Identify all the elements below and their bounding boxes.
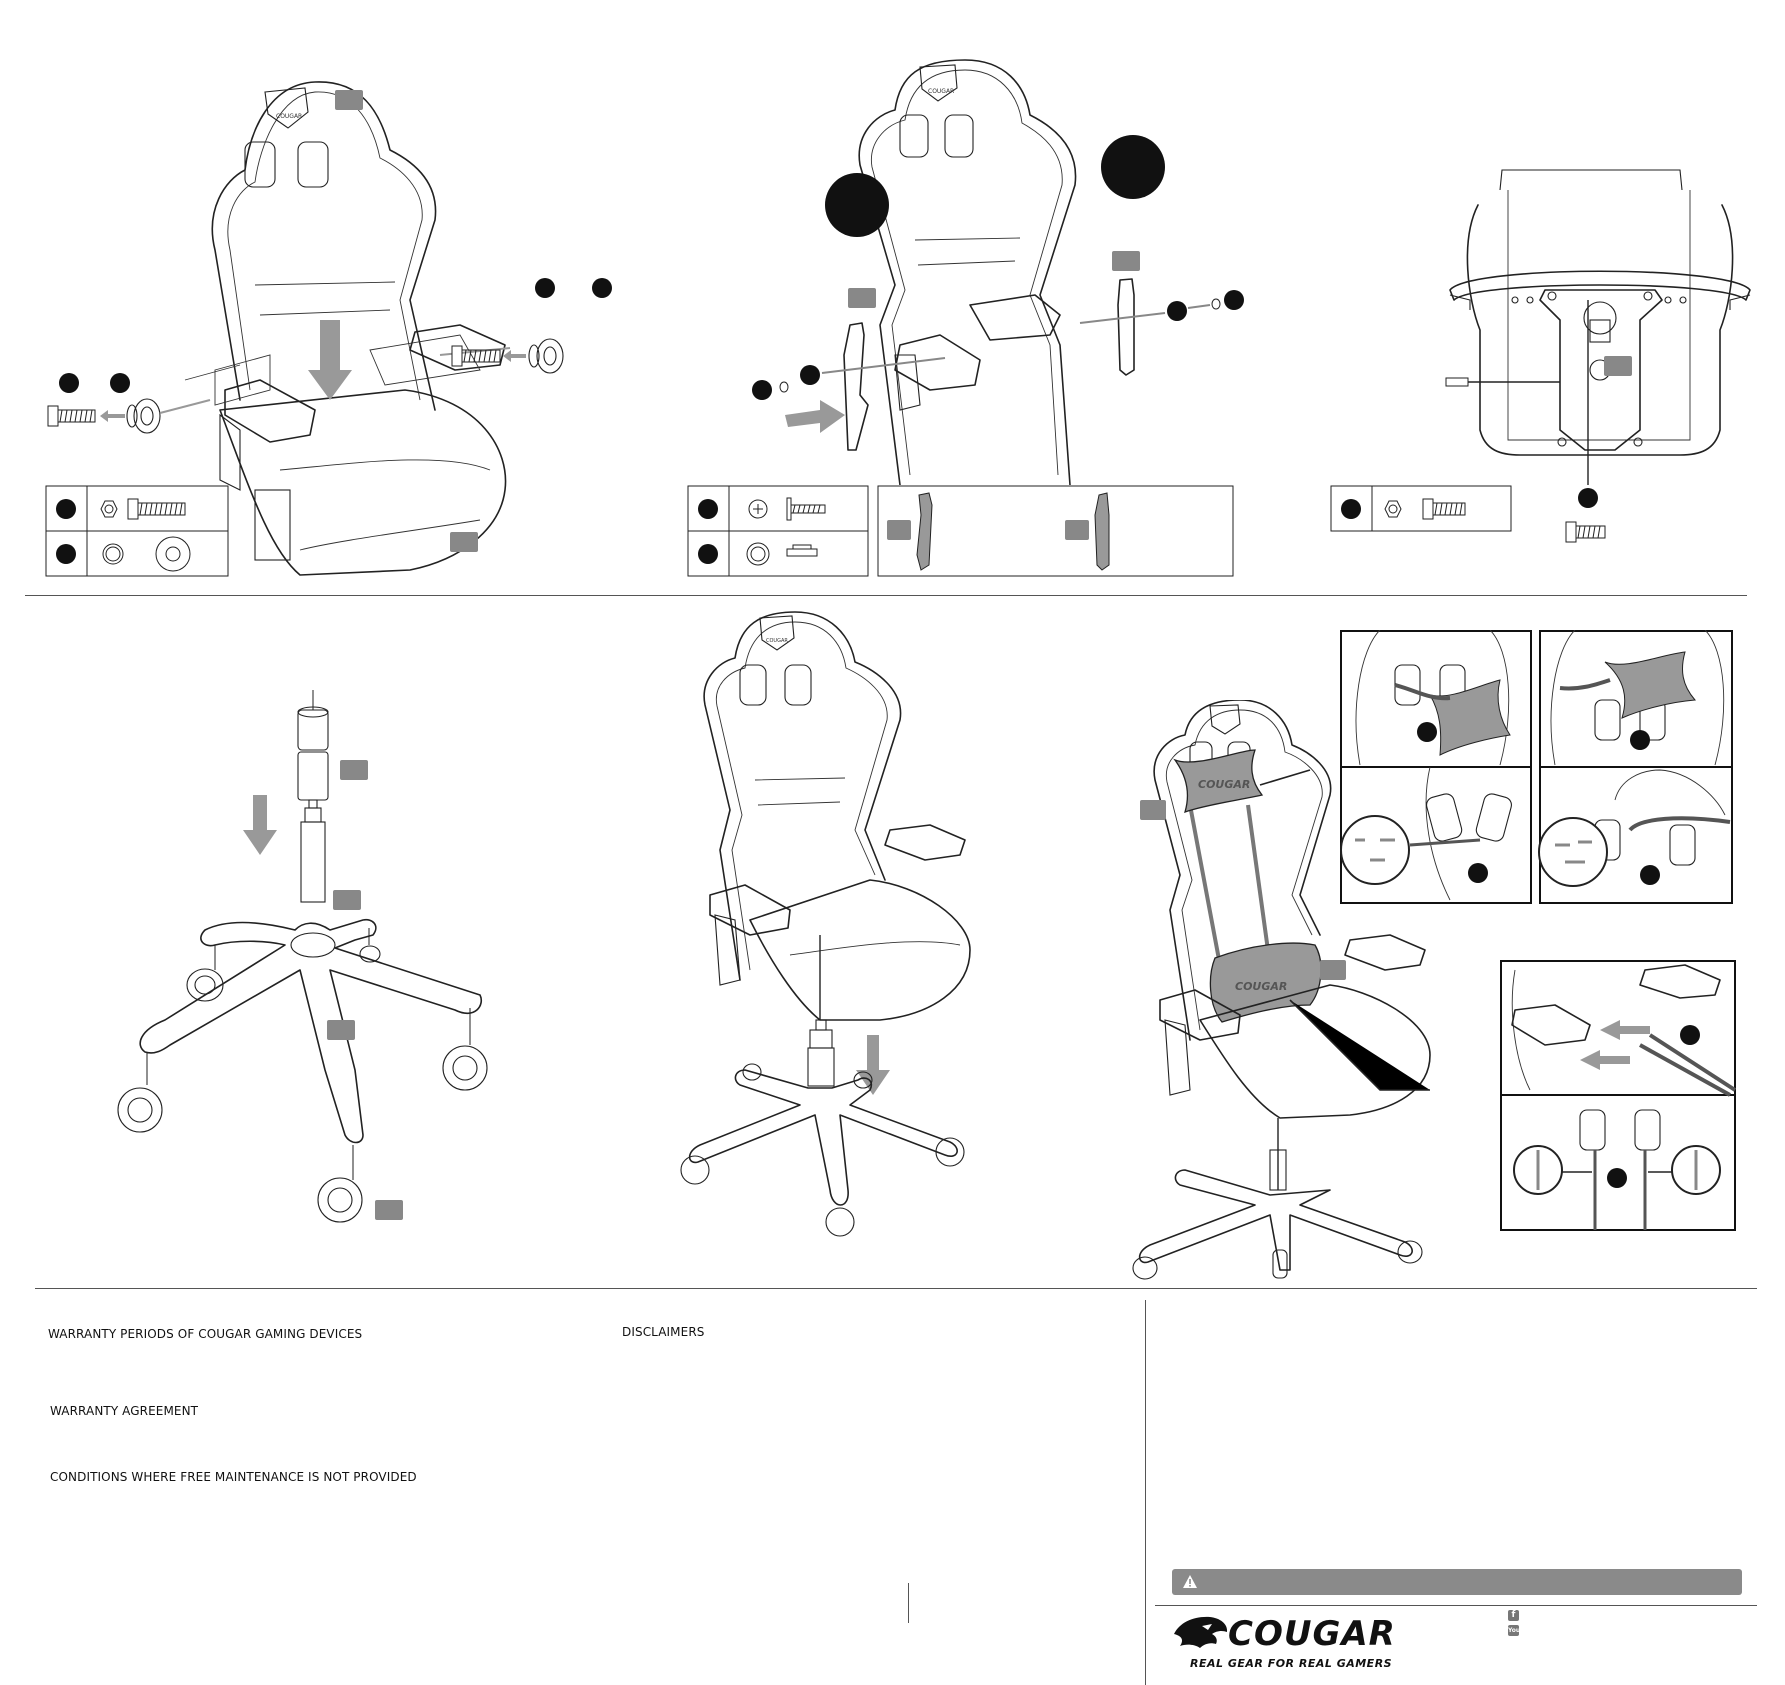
head-pillow-text: COUGAR	[1198, 778, 1250, 791]
divider-top	[25, 595, 1747, 596]
step-seat-mount-diagram: COUGAR	[680, 611, 971, 1237]
column-divider-short	[908, 1583, 909, 1623]
step-base-diagram	[117, 690, 488, 1223]
parts-table-armrest	[45, 485, 229, 577]
cougar-logo-word: COUGAR	[1228, 1614, 1396, 1654]
warning-bar	[1172, 1569, 1742, 1595]
parts-table-screws	[687, 485, 869, 577]
youtube-icon[interactable]: You	[1508, 1625, 1521, 1636]
headrest-detail-grid	[1340, 630, 1733, 904]
chair-badge-text-3: COUGAR	[766, 638, 788, 644]
facebook-icon[interactable]: f	[1508, 1610, 1519, 1621]
column-divider-main	[1145, 1300, 1146, 1685]
heading-warranty-periods: WARRANTY PERIODS OF COUGAR GAMING DEVICE…	[48, 1327, 363, 1341]
warning-icon	[1183, 1575, 1197, 1588]
chair-badge-text: COUGAR	[276, 113, 302, 120]
cougar-tagline: REAL GEAR FOR REAL GAMERS	[1190, 1657, 1393, 1670]
lumbar-detail-box	[1500, 960, 1737, 1231]
divider-logo	[1155, 1605, 1757, 1606]
parts-table-covers	[877, 485, 1234, 577]
chair-badge-text-2: COUGAR	[928, 88, 954, 95]
parts-table-mechanism	[1330, 485, 1512, 532]
heading-conditions: CONDITIONS WHERE FREE MAINTENANCE IS NOT…	[50, 1470, 417, 1484]
step-side-cover-diagram: COUGAR	[752, 59, 1244, 485]
cougar-logo-icon	[1174, 1616, 1228, 1648]
heading-warranty-agreement: WARRANTY AGREEMENT	[50, 1404, 199, 1418]
heading-disclaimers: DISCLAIMERS	[622, 1325, 705, 1339]
step-pillows-diagram: COUGAR COUGAR	[1132, 700, 1431, 1280]
divider-middle	[35, 1288, 1757, 1289]
lumbar-pillow-text: COUGAR	[1235, 980, 1287, 993]
step-mechanism-diagram	[1445, 169, 1751, 543]
step-armrest-diagram: COUGAR	[47, 81, 612, 576]
